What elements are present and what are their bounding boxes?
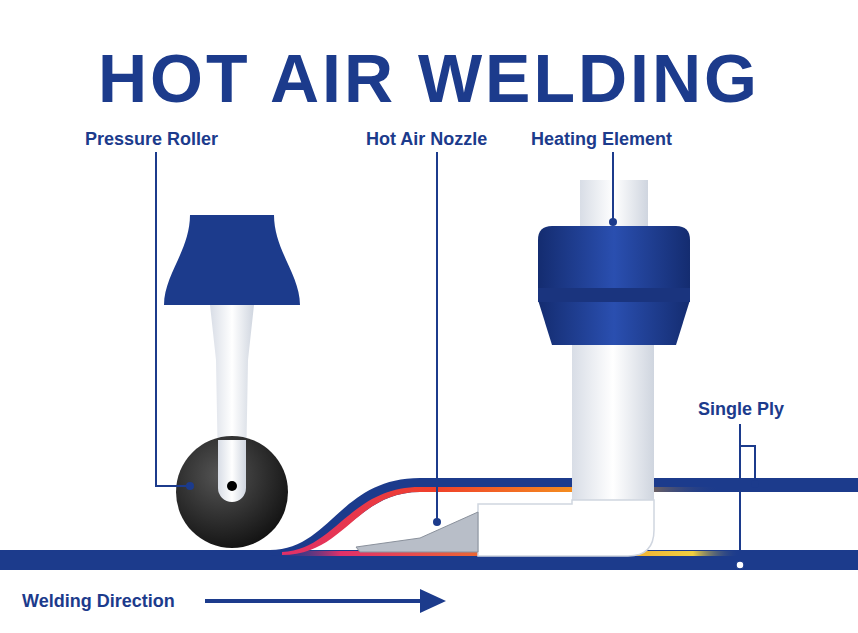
- axle: [227, 481, 237, 491]
- leader-dot: [736, 561, 744, 569]
- heated-zone: [282, 487, 720, 555]
- diagram-title: HOT AIR WELDING: [98, 44, 760, 112]
- leader-line: [436, 152, 438, 520]
- air-pipe: [572, 345, 654, 505]
- direction-arrow: [205, 599, 425, 603]
- leader-dot: [751, 480, 759, 488]
- part-label: Heating Element: [529, 128, 674, 150]
- direction-label: Welding Direction: [20, 590, 177, 612]
- roller-arm: [218, 440, 246, 502]
- part-label: Single Ply: [696, 398, 786, 420]
- hot-air-nozzle: [356, 512, 478, 552]
- direction-arrowhead: [420, 589, 446, 613]
- ply-bracket: [740, 424, 755, 565]
- leader-dot: [433, 518, 441, 526]
- heater-collar: [538, 226, 690, 345]
- part-label: Hot Air Nozzle: [364, 128, 489, 150]
- leader-line: [612, 152, 614, 222]
- pressure-roller: [176, 436, 288, 548]
- leader-dot: [609, 218, 617, 226]
- leader-dot: [186, 482, 194, 490]
- pipe-elbow: [478, 500, 654, 556]
- leader-line: [156, 152, 190, 486]
- top-ply: [0, 478, 858, 556]
- roller-holder: [164, 215, 300, 305]
- part-label: Pressure Roller: [83, 128, 220, 150]
- heater-collar: [538, 288, 690, 302]
